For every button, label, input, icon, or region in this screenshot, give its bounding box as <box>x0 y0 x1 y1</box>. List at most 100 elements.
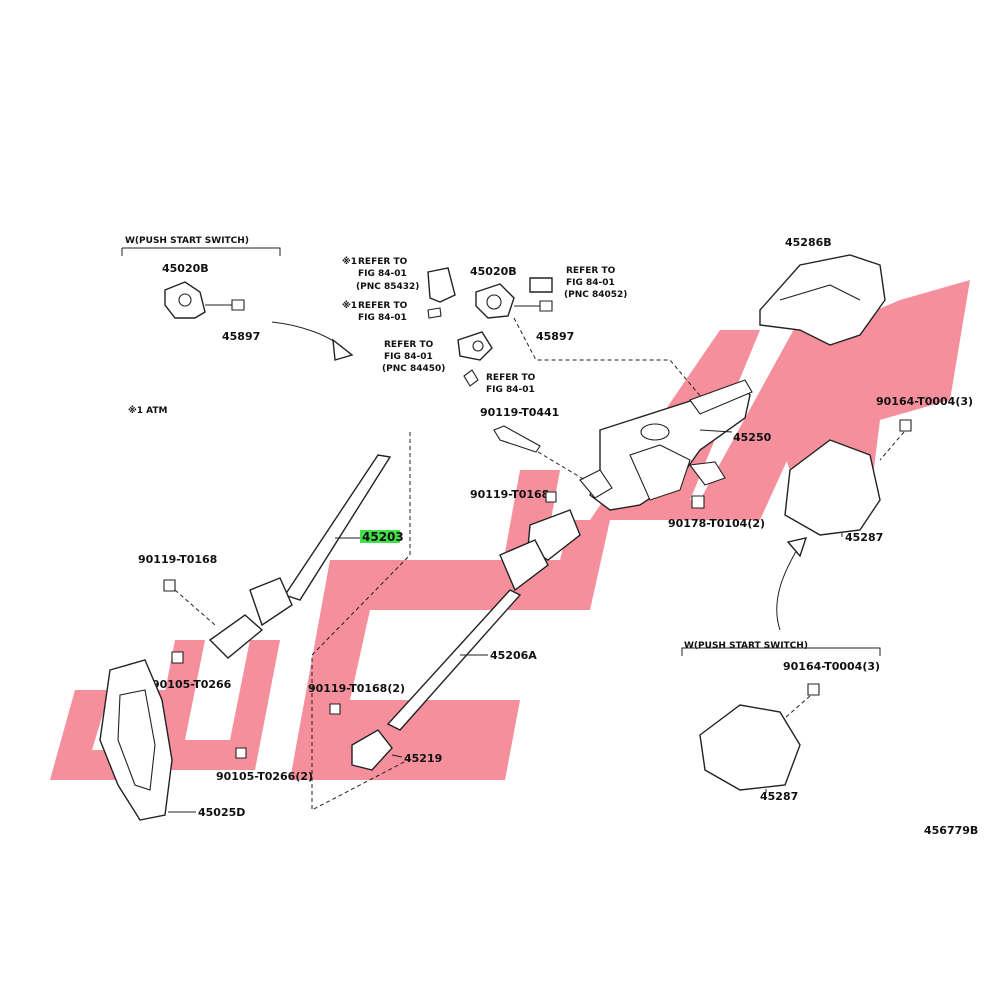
ref1-line1: REFER TO <box>358 257 408 267</box>
highlight-45203 <box>360 530 400 543</box>
boot-45025D: 90105-T0266(2) 45025D <box>99 659 313 821</box>
label-90119-T0168-mid: 90119-T0168 <box>470 488 549 501</box>
label-45897-left: 45897 <box>222 330 260 343</box>
label-90119-T0441: 90119-T0441 <box>480 406 559 419</box>
lead-45219 <box>391 754 403 758</box>
dash-bolt-left <box>174 589 216 626</box>
yoke-45219 <box>351 729 393 771</box>
ref3-pnc: (PNC 84450) <box>382 364 445 374</box>
ref3-line2: FIG 84-01 <box>384 352 433 362</box>
label-45250: 45250 <box>733 431 772 444</box>
label-45897-top: 45897 <box>536 330 574 343</box>
group-top-refs: ※1 REFER TO FIG 84-01 (PNC 85432) ※1 REF… <box>342 256 713 411</box>
bulb-ref5 <box>463 369 479 387</box>
ref3-line1: REFER TO <box>384 340 434 350</box>
label-45287-a: 45287 <box>845 531 883 544</box>
figure-id: 456779B <box>924 824 978 837</box>
arrow-left-head <box>332 338 354 361</box>
dash-bolt-t0441 <box>537 451 586 481</box>
lead-45250 <box>699 429 733 433</box>
shaft-45203 <box>283 454 392 601</box>
column-tilt-lever <box>688 461 726 486</box>
screw-45897-top <box>539 300 553 312</box>
ref4-line1: REFER TO <box>566 266 616 276</box>
bolt-90119-T0441 <box>493 425 541 453</box>
label-90178: 90178-T0104(2) <box>668 517 765 530</box>
ref2-mark: ※1 <box>342 300 357 311</box>
cover-45287-b-shape <box>699 704 801 791</box>
shaft-45206A-joint <box>499 539 549 592</box>
dash-screw-90164-a <box>879 431 905 461</box>
group-right-bracket <box>681 647 881 656</box>
ref2-line2: FIG 84-01 <box>358 313 407 323</box>
label-90119-T0168-left: 90119-T0168 <box>138 553 217 566</box>
column-bracket <box>629 444 691 501</box>
label-45287-b: 45287 <box>760 790 798 803</box>
watermark-stroke-7 <box>870 320 940 380</box>
shaft-45203-yoke <box>208 614 264 659</box>
cover-45287-main: 90164-T0004(3) 45287 <box>776 395 973 631</box>
push-switch-left-hole <box>178 293 192 307</box>
screw-45897-left <box>231 299 245 311</box>
column-lock <box>640 423 670 441</box>
note-atm: ※1 ATM <box>128 405 168 416</box>
label-45286B: 45286B <box>785 236 832 249</box>
shaft-45206A <box>386 589 522 731</box>
bolt-90119-T0168-2 <box>329 703 341 715</box>
ref2-line1: REFER TO <box>358 301 408 311</box>
push-switch-top-hole <box>486 294 502 310</box>
bolt-90119-T0168-mid <box>545 491 557 503</box>
label-90164-T0004-a: 90164-T0004(3) <box>876 395 973 408</box>
steering-column-45250: 45250 90119-T0441 90119-T0168 90178-T010… <box>470 379 772 530</box>
intermediate-shaft-45203: 45203 90119-T0168 90105-T0266 <box>138 432 411 811</box>
label-45025D: 45025D <box>198 806 245 819</box>
label-45219: 45219 <box>404 752 442 765</box>
group-left-title: W(PUSH START SWITCH) <box>125 236 249 246</box>
group-right-push-start: W(PUSH START SWITCH) 90164-T0004(3) 4528… <box>681 641 881 803</box>
group-left-bracket <box>121 247 281 256</box>
switch-84052 <box>529 277 553 293</box>
switch-84450-hole <box>472 340 484 352</box>
nut-90178 <box>691 495 705 509</box>
label-45203: 45203 <box>362 530 404 544</box>
dash-top-to-column <box>513 317 713 411</box>
watermark-stroke-1 <box>150 640 280 770</box>
boot-45025D-inner <box>117 689 156 791</box>
ref1-line2: FIG 84-01 <box>358 269 407 279</box>
ref1-mark: ※1 <box>342 256 357 267</box>
ref1-pnc: (PNC 85432) <box>356 282 419 292</box>
ref5-line1: REFER TO <box>486 373 536 383</box>
bolt-90105-T0266-2 <box>235 747 247 759</box>
group-left-push-start: W(PUSH START SWITCH) 45020B 45897 ※1 ATM <box>121 236 354 416</box>
label-90119-T0168-2: 90119-T0168(2) <box>308 682 405 695</box>
label-45020B-top: 45020B <box>470 265 517 278</box>
arrow-right-head <box>786 537 808 558</box>
label-45206A: 45206A <box>490 649 537 662</box>
ref4-pnc: (PNC 84052) <box>564 290 627 300</box>
ref4-line2: FIG 84-01 <box>566 278 615 288</box>
cover-45286B-edge <box>779 284 861 301</box>
switch-85432 <box>427 267 456 303</box>
label-45020B-left: 45020B <box>162 262 209 275</box>
cover-45287-a-shape <box>784 439 881 536</box>
bolt-90119-T0168-left <box>163 579 176 592</box>
screw-90164-b <box>807 683 820 696</box>
dash-screw-90164-b <box>784 695 811 719</box>
screw-ref2 <box>427 307 442 319</box>
ref5-line2: FIG 84-01 <box>486 385 535 395</box>
arrow-right-curve <box>776 547 799 631</box>
label-90105-T0266: 90105-T0266 <box>152 678 232 691</box>
watermark-stroke-3 <box>290 520 610 780</box>
bolt-90105-T0266 <box>171 651 184 664</box>
screw-90164-a <box>899 419 912 432</box>
label-90164-T0004-b: 90164-T0004(3) <box>783 660 880 673</box>
main-shaft-45206A: 45206A 45219 90119-T0168(2) <box>308 509 581 771</box>
group-right-title: W(PUSH START SWITCH) <box>684 641 808 651</box>
cover-45286B: 45286B <box>759 236 886 346</box>
column-tube <box>689 379 753 415</box>
column-end <box>579 469 613 499</box>
shaft-45203-joint <box>249 577 293 627</box>
label-90105-T0266-2: 90105-T0266(2) <box>216 770 313 783</box>
